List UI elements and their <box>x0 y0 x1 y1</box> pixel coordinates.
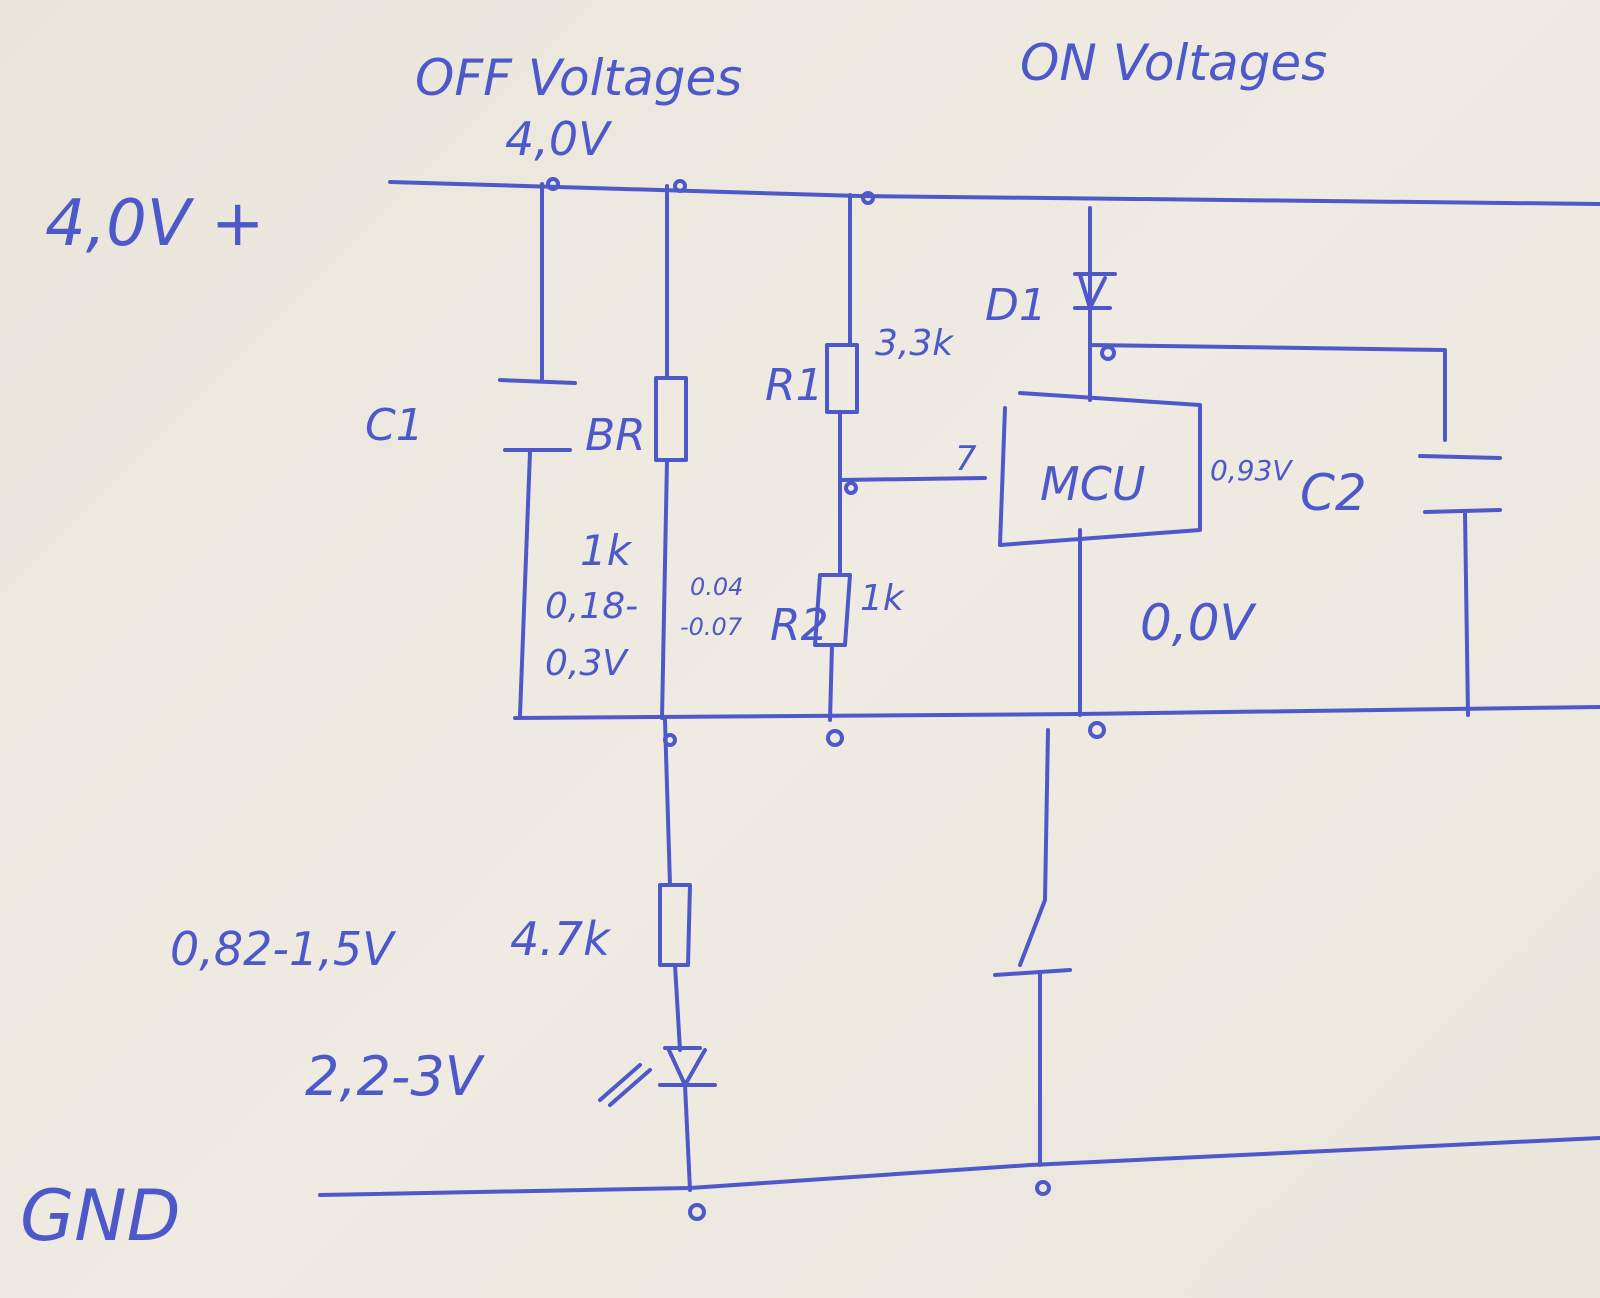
led-voltage: 2,2-3V <box>305 1045 486 1108</box>
supply-label: 4,0V + <box>45 187 265 261</box>
d1-label: D1 <box>985 280 1047 331</box>
r2-resistor <box>813 478 852 722</box>
r2-label: R2 <box>770 600 829 651</box>
br-label: BR <box>585 410 646 461</box>
series-resistor-voltage: 0,82-1,5V <box>170 922 397 976</box>
r1-value: 3,3k <box>875 323 955 364</box>
mcu-label: MCU <box>1040 457 1145 511</box>
br-resistor <box>654 184 688 720</box>
br-voltage-line2: 0,3V <box>545 643 629 684</box>
c1-capacitor <box>498 182 577 717</box>
off-voltages-heading: OFF Voltages <box>415 49 742 107</box>
mcu-box <box>998 391 1202 717</box>
c1-label: C1 <box>365 400 424 451</box>
mcu-pin-label: 7 <box>955 439 977 479</box>
junctions <box>546 177 1116 1221</box>
mid-rail <box>513 705 1600 720</box>
on-voltages-heading: ON Voltages <box>1020 34 1327 92</box>
r2-voltage-line1: 0.04 <box>690 573 743 601</box>
supply-rail <box>388 180 1600 206</box>
switch <box>993 728 1072 1167</box>
led <box>598 1046 717 1192</box>
c2-capacitor <box>1418 454 1502 717</box>
c2-label: C2 <box>1300 464 1367 522</box>
ground-rail <box>318 1136 1600 1197</box>
r2-value: 1k <box>860 578 906 619</box>
r2-voltage-line2: -0.07 <box>680 613 743 641</box>
off-supply-voltage: 4,0V <box>505 112 613 166</box>
series-resistor-value: 4.7k <box>510 912 612 966</box>
r1-label: R1 <box>765 360 824 411</box>
br-value: 1k <box>580 526 633 575</box>
d1-diode <box>1073 206 1447 442</box>
ground-label: GND <box>20 1175 181 1257</box>
series-resistor <box>658 718 692 1052</box>
mcu-gnd-voltage: 0,0V <box>1140 594 1258 652</box>
br-voltage-line1: 0,18- <box>545 586 638 627</box>
mcu-voltage: 0,93V <box>1210 454 1293 487</box>
